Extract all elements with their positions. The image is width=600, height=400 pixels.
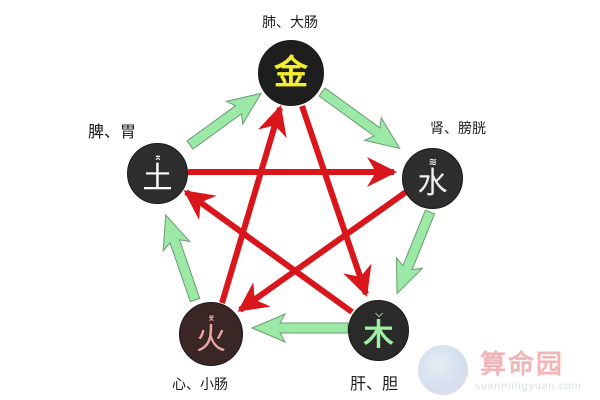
arrow-wood-to-fire bbox=[250, 312, 349, 344]
water-mark-icon: ≋ bbox=[428, 157, 437, 168]
metal-node: 金 bbox=[258, 40, 324, 106]
wood-organs-label: 肝、胆 bbox=[350, 374, 399, 393]
fire-mark-icon: ⌆ bbox=[207, 312, 215, 324]
arrow-metal-to-wood bbox=[299, 105, 372, 297]
arrow-earth-to-metal bbox=[186, 92, 263, 150]
wood-node: ⌵ 木 bbox=[348, 300, 409, 361]
generating-arrows bbox=[162, 87, 436, 344]
arrow-water-to-wood bbox=[395, 209, 436, 295]
arrow-fire-to-earth bbox=[162, 213, 201, 303]
arrow-water-to-fire bbox=[237, 189, 408, 313]
earth-organs-label: 脾、胃 bbox=[88, 122, 137, 141]
fire-glyph: 火 bbox=[196, 321, 226, 357]
watermark-url: suanmingyuan.com bbox=[475, 381, 582, 392]
metal-organs-label: 肺、大肠 bbox=[262, 15, 318, 31]
overcoming-arrows bbox=[183, 105, 408, 315]
water-node: ≋ 水 bbox=[402, 148, 463, 209]
watermark-brand: 算命园 bbox=[480, 350, 565, 380]
earth-mark-icon: ⌅ bbox=[153, 152, 162, 163]
water-organs-label: 肾、膀胱 bbox=[430, 121, 486, 137]
metal-glyph: 金 bbox=[274, 53, 308, 93]
earth-node: ⌅ 土 bbox=[127, 143, 188, 204]
water-glyph: 水 bbox=[417, 166, 448, 201]
wood-mark-icon: ⌵ bbox=[375, 309, 383, 320]
arrow-metal-to-water bbox=[318, 87, 401, 150]
watermark-logo-icon bbox=[418, 345, 468, 395]
arrow-wood-to-earth bbox=[183, 189, 354, 315]
fire-organs-label: 心、小肠 bbox=[172, 377, 228, 393]
arrow-fire-to-metal bbox=[219, 105, 287, 304]
fire-node: ⌆ 火 bbox=[179, 302, 243, 366]
earth-glyph: 土 bbox=[142, 161, 173, 196]
wood-glyph: 木 bbox=[363, 318, 394, 353]
